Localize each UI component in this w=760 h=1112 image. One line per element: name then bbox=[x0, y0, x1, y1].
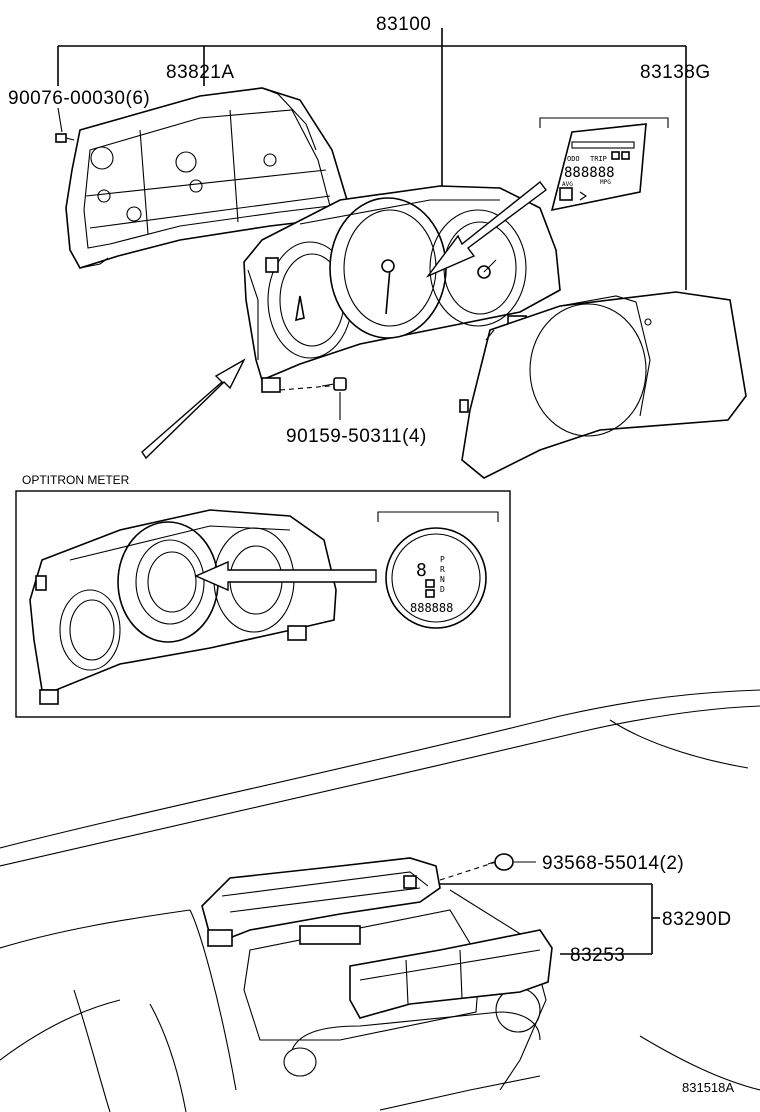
case-screw-part-number: 90076-00030(6) bbox=[8, 88, 150, 109]
display-part-number: 83290D bbox=[662, 909, 732, 930]
assembly-part-number: 83100 bbox=[376, 14, 431, 35]
glass-part-number: 83138G bbox=[640, 62, 711, 83]
clip-part-number: 93568-55014(2) bbox=[542, 853, 684, 874]
meter-screw-icon bbox=[321, 377, 347, 391]
optitron-r: R bbox=[440, 565, 445, 574]
lcd-avg-label: AVG bbox=[562, 181, 573, 188]
optitron-n: N bbox=[440, 575, 445, 584]
lcd-odo-label: ODO bbox=[567, 155, 580, 163]
figure-id: 831518A bbox=[682, 1080, 734, 1095]
lcd-panel-bracket bbox=[539, 117, 669, 128]
case-part-number: 83821A bbox=[166, 62, 235, 83]
optitron-lcd-bracket bbox=[377, 511, 499, 522]
meter-rear-case bbox=[65, 87, 351, 269]
lcd-trip-label: TRIP bbox=[590, 155, 607, 163]
case-screw-icon bbox=[55, 133, 75, 143]
dashboard-outline bbox=[0, 689, 760, 1112]
assembly-bracket bbox=[57, 28, 687, 290]
optitron-meter bbox=[29, 509, 337, 705]
optitron-gear-digit: 8 bbox=[416, 560, 427, 581]
optitron-p: P bbox=[440, 555, 445, 564]
display-bracket bbox=[440, 883, 660, 955]
optitron-section-title: OPTITRON METER bbox=[22, 473, 130, 487]
meter-glass bbox=[459, 291, 747, 479]
display-unit bbox=[201, 857, 441, 947]
optitron-pointer-arrow bbox=[141, 358, 246, 460]
meter-screw-part-number: 90159-50311(4) bbox=[286, 426, 427, 447]
optitron-lcd: 8 P R N D 888888 bbox=[385, 527, 487, 629]
optitron-digits: 888888 bbox=[410, 601, 453, 615]
optitron-frame bbox=[15, 490, 511, 718]
clip-icon bbox=[487, 853, 514, 871]
lcd-panel: ODO TRIP 888888 AVG MPG bbox=[550, 123, 647, 212]
optitron-arrow bbox=[194, 560, 377, 592]
lcd-location-arrow bbox=[425, 181, 547, 278]
optitron-d: D bbox=[440, 585, 445, 594]
display-lens bbox=[349, 929, 553, 1019]
lcd-mpg-label: MPG bbox=[600, 179, 611, 186]
display-lens-part-number: 83253 bbox=[570, 945, 625, 966]
lcd-odometer-digits: 888888 bbox=[564, 165, 615, 181]
